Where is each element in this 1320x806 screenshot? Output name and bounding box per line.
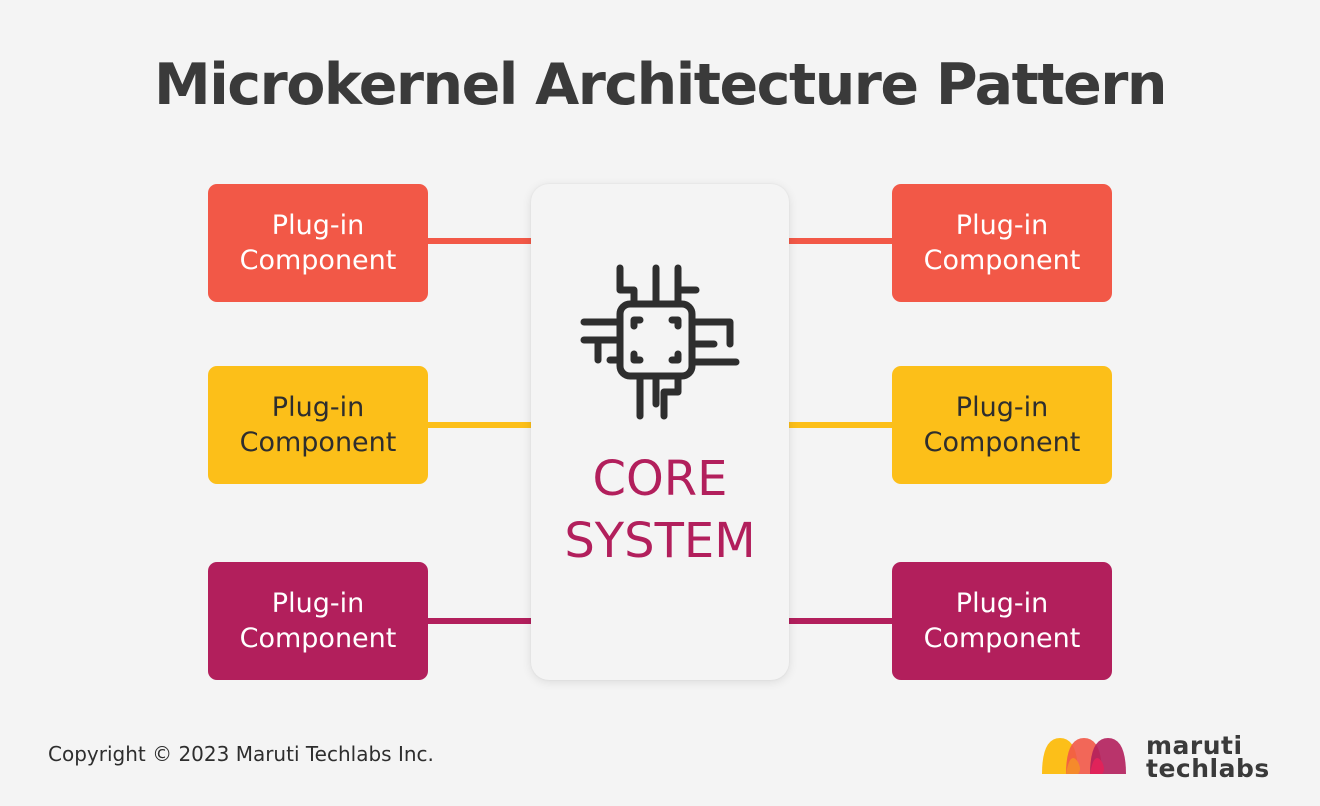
plugin-label-line1: Plug-in [955,588,1049,619]
core-label-line1: CORE [592,451,728,507]
plugin-label-line2: Component [923,623,1081,654]
core-system-label: CORE SYSTEM [564,448,755,572]
plugin-component-right-middle: Plug-in Component [892,366,1112,484]
plugin-label-line2: Component [923,245,1081,276]
cpu-chip-icon [580,264,740,420]
connector-left-middle [428,422,531,428]
plugin-label-line1: Plug-in [271,210,365,241]
copyright-text: Copyright © 2023 Maruti Techlabs Inc. [48,742,434,766]
plugin-component-left-top: Plug-in Component [208,184,428,302]
plugin-component-left-middle: Plug-in Component [208,366,428,484]
plugin-label-line1: Plug-in [955,392,1049,423]
brand-line1: maruti [1146,731,1243,760]
maruti-techlabs-logo [1042,738,1126,774]
plugin-label-line2: Component [923,427,1081,458]
brand-wordmark: maruti techlabs [1146,731,1270,783]
connector-left-bottom [428,618,531,624]
brand-line2: techlabs [1146,754,1270,783]
plugin-component-left-bottom: Plug-in Component [208,562,428,680]
connector-left-top [428,238,531,244]
core-label-line2: SYSTEM [564,513,756,569]
connector-right-middle [789,422,892,428]
plugin-label-line1: Plug-in [271,588,365,619]
plugin-label-line1: Plug-in [271,392,365,423]
plugin-label-line2: Component [239,245,397,276]
page-title: Microkernel Architecture Pattern [154,52,1167,118]
plugin-component-right-bottom: Plug-in Component [892,562,1112,680]
connector-right-bottom [789,618,892,624]
plugin-label-line2: Component [239,427,397,458]
plugin-component-right-top: Plug-in Component [892,184,1112,302]
plugin-label-line2: Component [239,623,397,654]
connector-right-top [789,238,892,244]
core-system: CORE SYSTEM [531,184,789,680]
plugin-label-line1: Plug-in [955,210,1049,241]
